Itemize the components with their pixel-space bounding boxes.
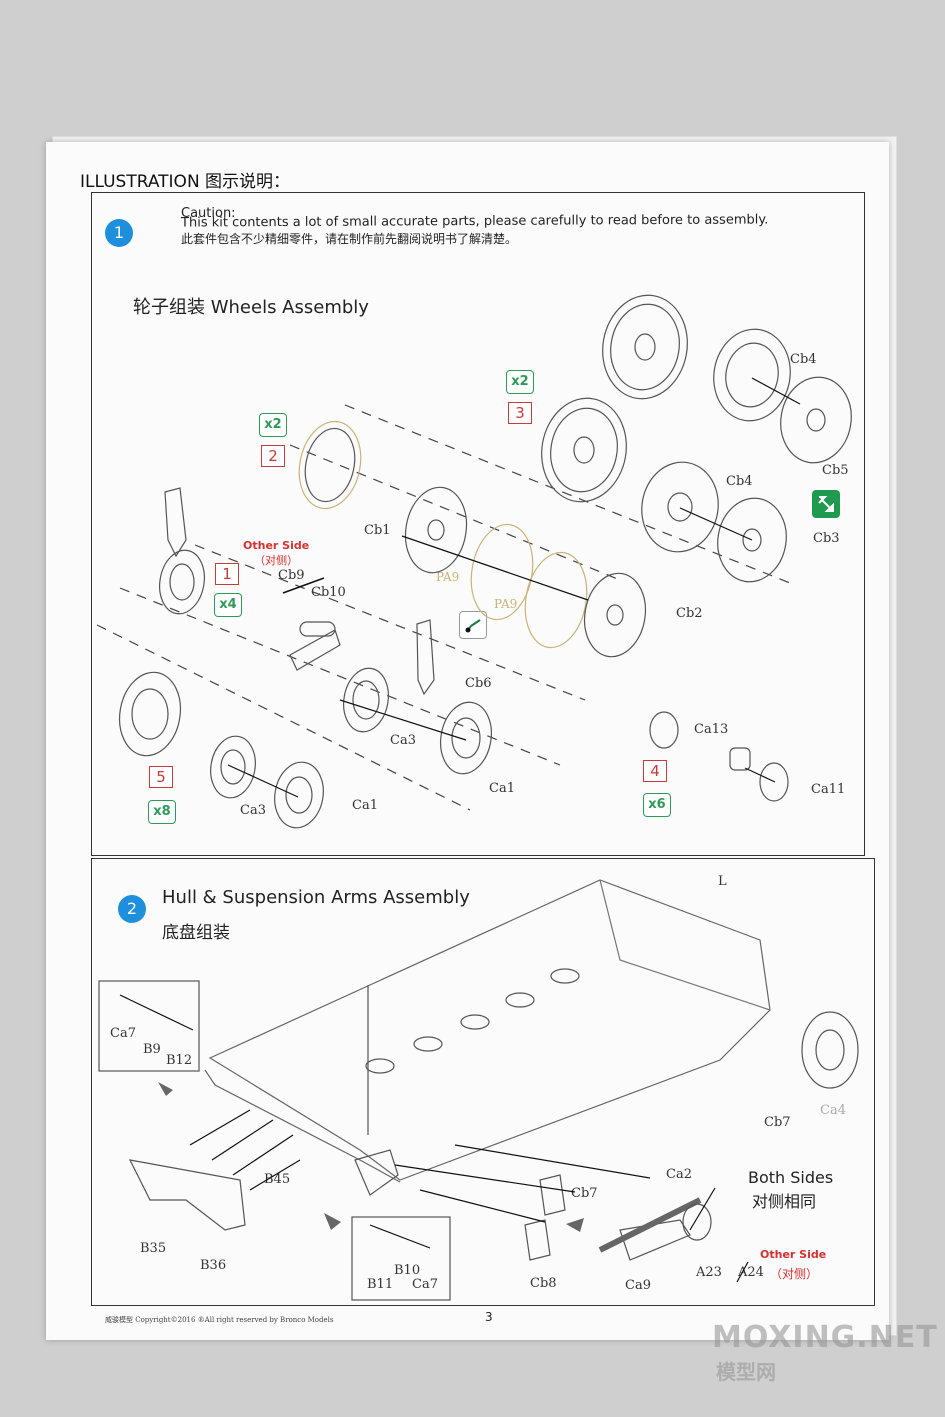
- other-side-en: Other Side: [243, 539, 310, 552]
- hull-assembly-heading-en: Hull & Suspension Arms Assembly: [162, 887, 470, 908]
- other-side-note-step2: Other Side: [760, 1248, 826, 1261]
- inset-box-left: [98, 980, 200, 1072]
- part-cb9: Cb9: [278, 568, 305, 583]
- part-b11: B11: [367, 1277, 394, 1292]
- hull-assembly-heading-cn: 底盘组装: [162, 923, 230, 943]
- suspension-parts: [164, 487, 435, 696]
- copyright-footer: 威骏模型 Copyright©2016 ®All right reserved …: [105, 1316, 334, 1324]
- part-cb5: Cb5: [822, 463, 849, 478]
- part-cb6: Cb6: [465, 676, 492, 691]
- part-cb8: Cb8: [530, 1276, 557, 1291]
- part-pa9-b: PA9: [494, 597, 518, 611]
- part-cb4-b: Cb4: [726, 474, 753, 489]
- part-cb3: Cb3: [813, 531, 840, 546]
- step2-number-badge: 2: [118, 895, 146, 923]
- step1-frame: [91, 192, 865, 856]
- part-ca3-b: Ca3: [240, 803, 266, 818]
- caution-cn: 此套件包含不少精细零件，请在制作前先翻阅说明书了解清楚。: [181, 232, 518, 246]
- part-cb4-a: Cb4: [790, 352, 817, 367]
- glue-icon: [459, 611, 487, 639]
- instruction-sheet: [46, 142, 889, 1340]
- part-cb7-a: Cb7: [764, 1115, 791, 1130]
- inset-box-center: [351, 1216, 451, 1301]
- qty-badge-3: x2: [506, 370, 534, 394]
- wheels-assembly-heading: 轮子组装 Wheels Assembly: [133, 297, 369, 318]
- part-cb2: Cb2: [676, 606, 703, 621]
- part-cb1: Cb1: [364, 523, 391, 538]
- part-b45: B45: [264, 1172, 291, 1187]
- dashed-guides: [96, 404, 796, 811]
- part-ca7-a: Ca7: [110, 1026, 136, 1041]
- part-cb7-b: Cb7: [571, 1186, 598, 1201]
- part-ca1-b: Ca1: [352, 798, 378, 813]
- part-pa9-a: PA9: [436, 570, 460, 584]
- substep-4: 4: [643, 760, 667, 782]
- part-ca13: Ca13: [694, 722, 729, 737]
- part-b9: B9: [143, 1042, 161, 1057]
- step2-frame: [91, 858, 875, 1306]
- part-b10: B10: [394, 1263, 421, 1278]
- both-sides-cn: 对侧相同: [752, 1192, 817, 1211]
- road-wheels: [118, 420, 789, 829]
- substep-3: 3: [508, 402, 532, 424]
- arrows-step2: [119, 994, 749, 1283]
- hollow-arrows: [158, 1082, 584, 1232]
- reverse-side-icon: [812, 490, 840, 518]
- part-l: L: [718, 874, 727, 889]
- qty-badge-2: x2: [259, 413, 287, 437]
- substep-5: 5: [149, 766, 173, 788]
- part-b36: B36: [200, 1258, 227, 1273]
- part-a24-other-side: （对侧）: [770, 1267, 819, 1281]
- part-ca9: Ca9: [625, 1278, 651, 1293]
- part-a23: A23: [696, 1265, 722, 1280]
- qty-badge-4: x6: [643, 793, 671, 817]
- reverse-side-icon-graphic: [818, 496, 834, 512]
- hull: [204, 879, 859, 1183]
- qty-badge-5: x8: [148, 800, 176, 824]
- part-ca1-a: Ca1: [489, 781, 515, 796]
- part-ca4: Ca4: [820, 1103, 846, 1118]
- other-side-note-step1: Other Side （对侧）: [243, 539, 309, 568]
- other-side-cn: （对侧）: [254, 554, 299, 567]
- part-cb10: Cb10: [311, 585, 346, 600]
- page-number: 3: [485, 1310, 493, 1324]
- watermark-cn: 模型网: [716, 1360, 776, 1384]
- part-ca7-b: Ca7: [412, 1277, 438, 1292]
- part-ca11: Ca11: [811, 782, 846, 797]
- other-side-en-2: Other Side: [760, 1248, 827, 1261]
- suspension-arms-step2: [128, 1149, 712, 1261]
- substep-2: 2: [261, 445, 285, 467]
- part-ca2: Ca2: [666, 1167, 692, 1182]
- watermark-en: MOXING.NET: [712, 1320, 938, 1355]
- step1-number-badge: 1: [105, 219, 133, 247]
- arrows-step1: [227, 377, 801, 798]
- page-title: ILLUSTRATION 图示说明：: [80, 172, 291, 192]
- substep-1: 1: [215, 563, 239, 585]
- part-ca3-a: Ca3: [390, 733, 416, 748]
- sprocket-wheels: [541, 294, 852, 583]
- glue-icon-graphic: [465, 619, 481, 633]
- caution-title: Caution:: [181, 206, 236, 221]
- qty-badge-1: x4: [214, 593, 242, 617]
- both-sides-en: Both Sides: [748, 1168, 834, 1187]
- final-drive: [801, 1011, 859, 1089]
- part-b12: B12: [166, 1053, 193, 1068]
- part-b35: B35: [140, 1241, 167, 1256]
